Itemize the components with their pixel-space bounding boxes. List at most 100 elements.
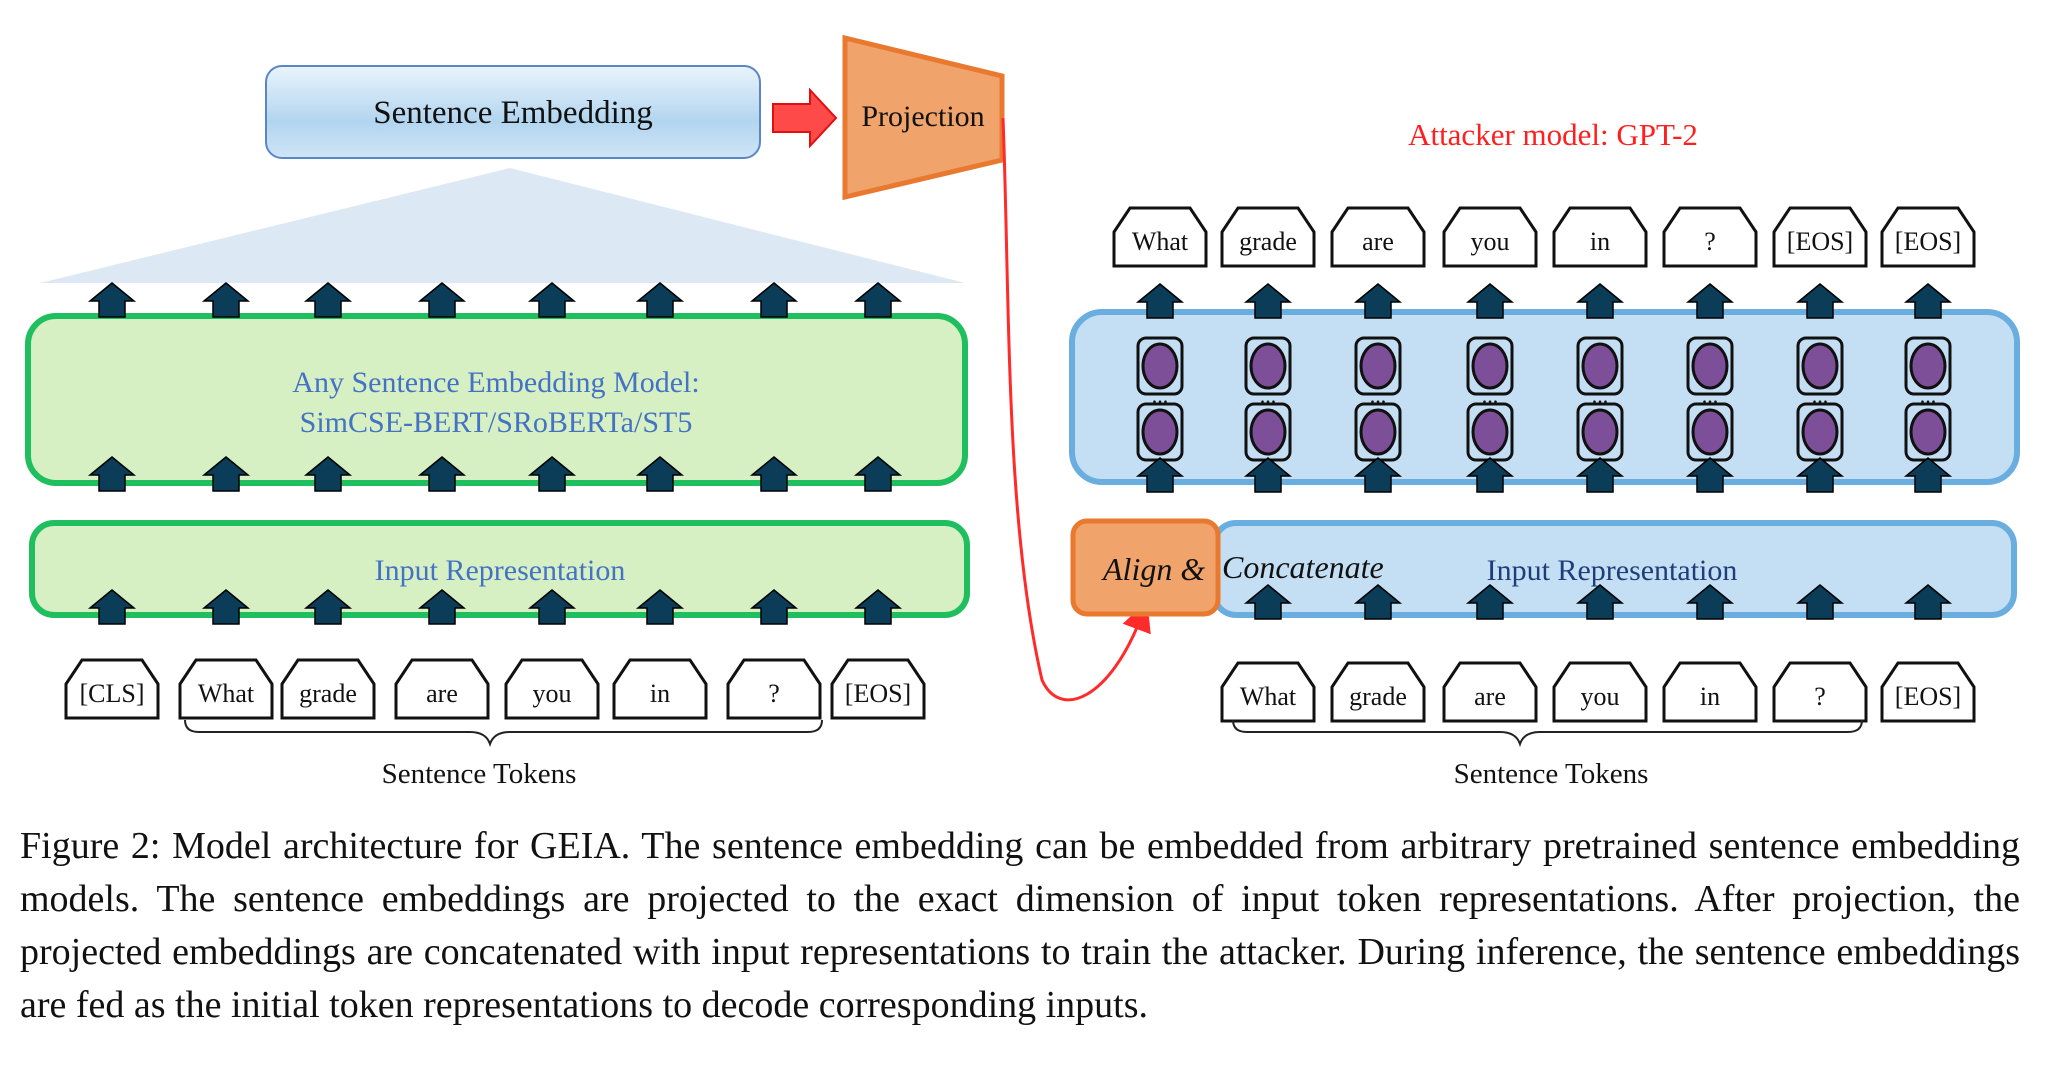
output-token: [EOS]	[1772, 206, 1868, 268]
up-arrow-icon	[1575, 283, 1625, 319]
up-arrow-icon	[1903, 457, 1953, 493]
token-label: you	[1471, 227, 1510, 256]
hidden-node	[1354, 336, 1402, 396]
up-arrow-icon	[1575, 584, 1625, 620]
token-label: you	[533, 679, 572, 708]
input-token: you	[504, 658, 600, 720]
up-arrow-icon	[303, 282, 353, 318]
gpt2-hidden-nodes: ........................	[1136, 336, 1952, 462]
up-arrow-icon	[635, 589, 685, 625]
left-input-representation-label: Input Representation	[375, 554, 626, 587]
hidden-node	[1466, 336, 1514, 396]
up-arrow-icon	[1353, 457, 1403, 493]
output-token: in	[1552, 206, 1648, 268]
right-arrows	[1135, 283, 1953, 620]
hidden-node	[1136, 336, 1184, 396]
left-input-tokens: [CLS] What grade are you in? [EOS]	[64, 658, 926, 720]
up-arrow-icon	[527, 589, 577, 625]
up-arrow-icon	[303, 589, 353, 625]
token-label: ?	[768, 679, 780, 708]
up-arrow-icon	[201, 282, 251, 318]
left-sentence-brace	[184, 719, 823, 748]
token-label: What	[198, 679, 255, 708]
left-brace-label: Sentence Tokens	[382, 758, 577, 790]
up-arrow-icon	[1795, 457, 1845, 493]
input-token: [CLS]	[64, 658, 160, 720]
up-arrow-icon	[1353, 584, 1403, 620]
model-label-line2: SimCSE-BERT/SRoBERTa/ST5	[300, 406, 693, 439]
align-label-part2: Concatenate	[1222, 549, 1384, 585]
input-token: are	[1442, 661, 1538, 723]
token-label: are	[1362, 227, 1394, 256]
projection-trapezoid	[842, 34, 1005, 201]
right-output-tokens: What grade are you in? [EOS][EOS]	[1112, 206, 1976, 268]
up-arrow-icon	[201, 589, 251, 625]
up-arrow-icon	[417, 282, 467, 318]
up-arrow-icon	[853, 589, 903, 625]
token-label: What	[1132, 227, 1189, 256]
align-label-part1: Align &	[1101, 551, 1205, 587]
output-token: grade	[1220, 206, 1316, 268]
up-arrow-icon	[1795, 283, 1845, 319]
input-token: in	[1662, 661, 1758, 723]
input-token: in	[612, 658, 708, 720]
token-label: [EOS]	[845, 679, 911, 708]
output-token: [EOS]	[1880, 206, 1976, 268]
attacker-model-title: Attacker model: GPT-2	[1408, 117, 1698, 152]
input-token: are	[394, 658, 490, 720]
token-label: in	[1700, 682, 1720, 711]
up-arrow-icon	[527, 282, 577, 318]
ellipsis-dots: ...	[1152, 383, 1169, 408]
figure-caption: Figure 2: Model architecture for GEIA. T…	[20, 825, 2020, 1026]
up-arrow-icon	[1685, 457, 1735, 493]
red-block-arrow-icon	[772, 87, 838, 149]
hidden-node	[1244, 336, 1292, 396]
token-label: in	[1590, 227, 1610, 256]
input-token: you	[1552, 661, 1648, 723]
input-token: What	[178, 658, 274, 720]
output-token: What	[1112, 206, 1208, 268]
token-label: are	[426, 679, 458, 708]
input-token: ?	[1772, 661, 1868, 723]
hidden-node	[1686, 336, 1734, 396]
up-arrow-icon	[1243, 584, 1293, 620]
token-label: ?	[1704, 227, 1716, 256]
token-label: [CLS]	[80, 679, 145, 708]
up-arrow-icon	[1353, 283, 1403, 319]
up-arrow-icon	[303, 456, 353, 492]
right-sentence-brace	[1232, 719, 1863, 748]
hidden-node	[1576, 336, 1624, 396]
model-label-line1: Any Sentence Embedding Model:	[292, 366, 699, 399]
geia-architecture-diagram: Sentence Embedding Projection Any Senten…	[25, 34, 2020, 790]
up-arrow-icon	[1903, 584, 1953, 620]
hidden-node	[1904, 402, 1952, 462]
left-arrows	[87, 282, 903, 625]
output-token: ?	[1662, 206, 1758, 268]
up-arrow-icon	[527, 456, 577, 492]
up-arrow-icon	[1903, 283, 1953, 319]
output-token: you	[1442, 206, 1538, 268]
red-connector-arrow	[1001, 117, 1151, 702]
token-label: What	[1240, 682, 1297, 711]
right-brace-label: Sentence Tokens	[1454, 758, 1649, 790]
token-label: grade	[299, 679, 357, 708]
gpt2-layers-box	[1069, 309, 2020, 485]
pooling-triangle	[40, 168, 965, 283]
ellipsis-dots: ...	[1920, 383, 1937, 408]
sentence-embedding-label: Sentence Embedding	[373, 95, 653, 131]
token-label: grade	[1239, 227, 1297, 256]
ellipsis-dots: ...	[1260, 383, 1277, 408]
ellipsis-dots: ...	[1370, 383, 1387, 408]
token-label: in	[650, 679, 670, 708]
ellipsis-dots: ...	[1702, 383, 1719, 408]
up-arrow-icon	[1465, 584, 1515, 620]
sentence-embedding-box	[265, 65, 761, 159]
input-token: What	[1220, 661, 1316, 723]
up-arrow-icon	[749, 456, 799, 492]
up-arrow-icon	[1685, 584, 1735, 620]
up-arrow-icon	[635, 456, 685, 492]
up-arrow-icon	[1243, 283, 1293, 319]
input-token: [EOS]	[830, 658, 926, 720]
input-token: ?	[726, 658, 822, 720]
